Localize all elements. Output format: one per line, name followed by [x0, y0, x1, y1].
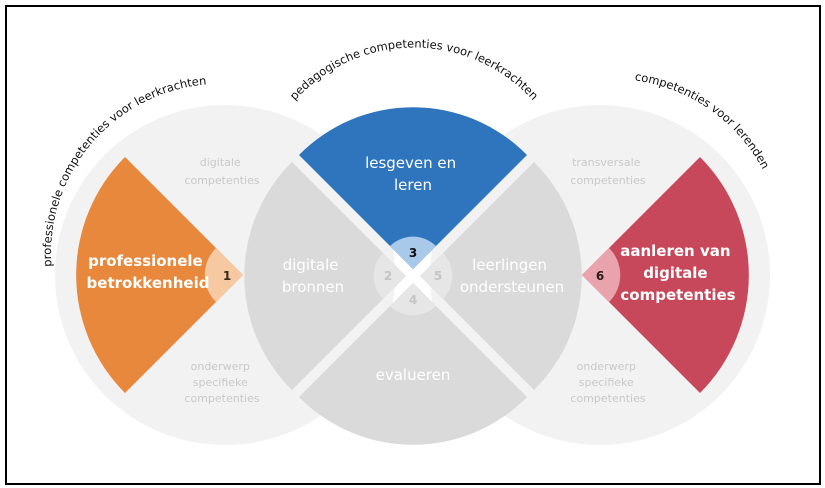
sector-6-badge	[582, 248, 621, 302]
arc-label-center: pedagogische competenties voor leerkrach…	[287, 36, 542, 102]
left-top-text: digitale competenties	[184, 156, 259, 187]
number-6: 6	[596, 269, 604, 283]
sector-digitale-bronnen[interactable]	[244, 162, 406, 390]
label-professionele-betrokkenheid: professionele betrokkenheid	[87, 252, 210, 292]
label-leerlingen-ondersteunen: leerlingen ondersteunen	[460, 256, 564, 296]
center-circle	[244, 107, 582, 445]
left-bottom-text: onderwerp specifieke competenties	[184, 360, 259, 405]
sector-professionele-betrokkenheid[interactable]	[76, 157, 244, 393]
sector-4-badge	[390, 283, 436, 316]
sector-aanleren-van-digitale-competenties[interactable]	[582, 157, 749, 393]
number-2: 2	[384, 269, 392, 283]
label-aanleren-van-digitale-competenties: aanleren van digitale competenties	[620, 242, 736, 304]
right-top-text: transversale competenties	[570, 156, 645, 187]
sector-3-badge	[390, 236, 436, 269]
sector-evalueren[interactable]	[299, 283, 527, 445]
sector-1-badge	[204, 248, 243, 302]
right-bottom-text: onderwerp specifieke competenties	[570, 360, 645, 405]
sector-lesgeven-en-leren[interactable]	[299, 107, 527, 269]
number-5: 5	[434, 269, 442, 283]
label-digitale-bronnen: digitale bronnen	[282, 256, 344, 296]
number-3: 3	[409, 246, 417, 260]
number-4: 4	[409, 293, 417, 307]
number-1: 1	[223, 269, 231, 283]
sector-2-badge	[373, 253, 406, 299]
sector-5-badge	[420, 253, 453, 299]
label-evalueren: evalueren	[376, 366, 451, 384]
sector-leerlingen-ondersteunen[interactable]	[420, 162, 582, 390]
label-lesgeven-en-leren: lesgeven en leren	[365, 154, 461, 194]
